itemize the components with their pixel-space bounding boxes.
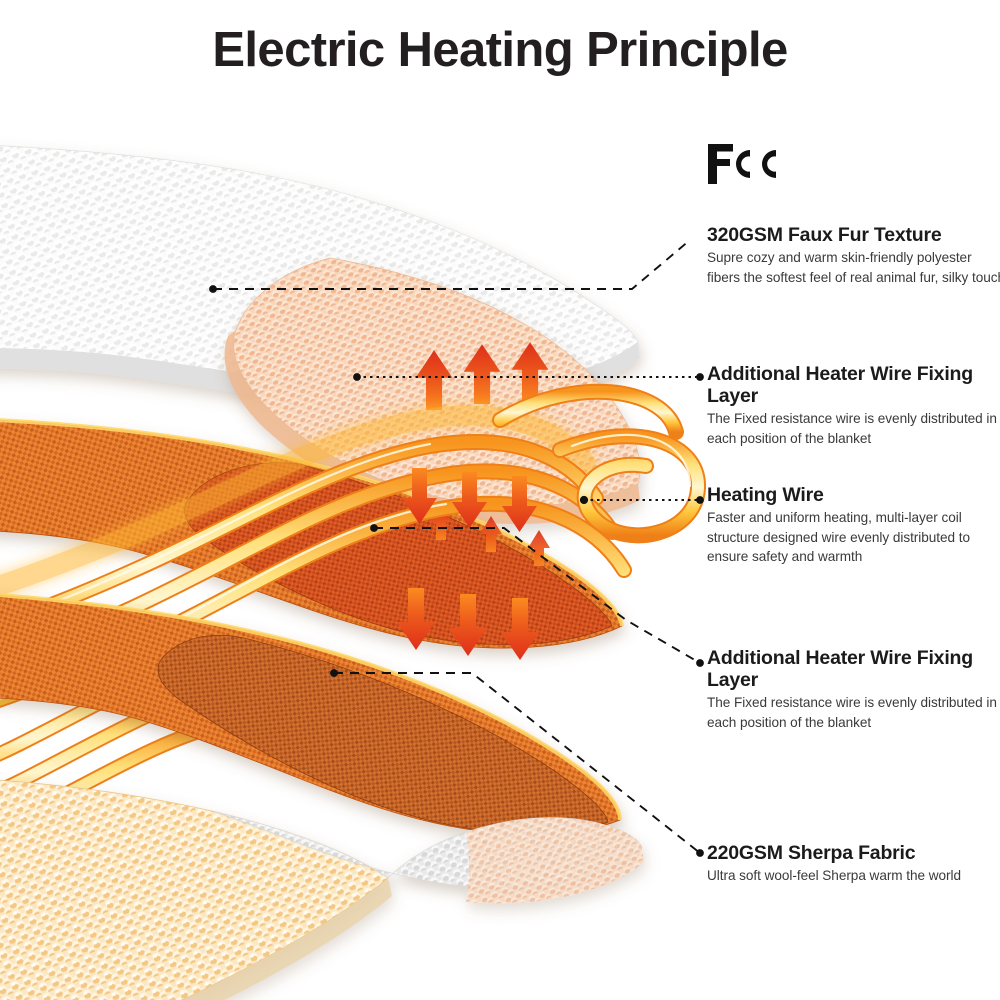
callout-title: 320GSM Faux Fur Texture	[707, 224, 942, 246]
callout-description: Supre cozy and warm skin-friendly polyes…	[707, 250, 1000, 285]
callout-heater-wire-fixing-layer-top: Additional Heater Wire Fixing Layer The …	[707, 363, 1000, 448]
callout-heater-wire-fixing-layer-bottom: Additional Heater Wire Fixing Layer The …	[707, 647, 1000, 732]
page-title: Electric Heating Principle	[212, 23, 788, 77]
callout-description: The Fixed resistance wire is evenly dist…	[707, 695, 997, 730]
callout-title: 220GSM Sherpa Fabric	[707, 842, 916, 864]
callout-description: The Fixed resistance wire is evenly dist…	[707, 411, 997, 446]
heat-arrows-up	[415, 342, 549, 410]
callout-description: Ultra soft wool-feel Sherpa warm the wor…	[707, 868, 962, 884]
callout-title: Additional Heater Wire Fixing Layer	[707, 363, 973, 408]
blanket-cross-section-illustration	[0, 120, 720, 1000]
callout-faux-fur: 320GSM Faux Fur Texture Supre cozy and w…	[707, 224, 1000, 287]
heat-arrows-mid	[402, 468, 537, 532]
callout-title: Additional Heater Wire Fixing Layer	[707, 647, 973, 692]
fcc-logo-icon	[706, 140, 788, 188]
callout-description: Faster and uniform heating, multi-layer …	[707, 510, 970, 564]
callout-sherpa-fabric: 220GSM Sherpa Fabric Ultra soft wool-fee…	[707, 842, 1000, 886]
callout-title: Heating Wire	[707, 484, 824, 506]
callout-heating-wire: Heating Wire Faster and uniform heating,…	[707, 484, 1000, 566]
heat-arrows-down	[397, 588, 539, 660]
